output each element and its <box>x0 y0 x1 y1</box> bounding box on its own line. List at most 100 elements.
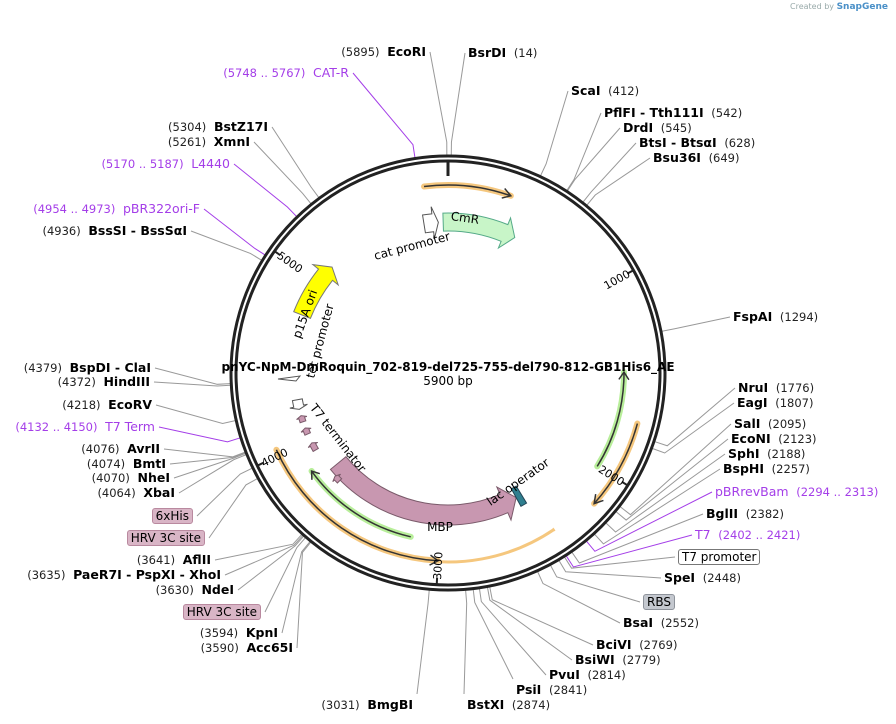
restriction-site-label[interactable]: ScaI (412) <box>571 84 639 99</box>
leader-line <box>564 556 676 569</box>
leader-line <box>154 367 231 385</box>
leader-line <box>489 586 594 646</box>
restriction-site-label[interactable]: (5895) EcoRI <box>341 44 426 60</box>
site-position: (3641) <box>136 553 176 567</box>
restriction-site-label[interactable]: (4218) EcoRV <box>62 398 152 413</box>
restriction-site-label[interactable]: SpeI (2448) <box>664 570 741 586</box>
gb1-arc-glow <box>594 369 627 470</box>
site-position: (3635) <box>27 568 66 582</box>
site-position: (2095) <box>768 417 807 431</box>
primer-label[interactable]: (5748 .. 5767) CAT-R <box>223 66 349 81</box>
site-position: (2769) <box>639 638 678 652</box>
site-name: BssSI - BssSαI <box>88 223 187 238</box>
site-position: (5261) <box>167 135 207 149</box>
restriction-site-label[interactable]: BsiWI (2779) <box>575 653 661 668</box>
restriction-site-label[interactable]: FspAI (1294) <box>733 310 818 325</box>
restriction-site-label[interactable]: BstXI (2874) <box>467 698 550 713</box>
site-name: BstZ17I <box>213 119 268 134</box>
site-name: BspHI <box>723 461 765 476</box>
restriction-site-label[interactable]: PvuI (2814) <box>549 667 626 683</box>
primer-label[interactable]: (5170 .. 5187) L4440 <box>101 156 230 172</box>
tet-promoter-marker <box>277 375 302 382</box>
restriction-site-label[interactable]: BspHI (2257) <box>723 461 810 477</box>
tick-mark <box>256 461 265 467</box>
site-name: PflFI - Tth111I <box>604 105 704 120</box>
site-position: (649) <box>708 151 740 165</box>
leader-line <box>550 565 641 603</box>
restriction-site-label[interactable]: (4379) BspDI - ClaI <box>24 361 151 376</box>
site-position: (2841) <box>548 683 588 697</box>
site-position: (628) <box>724 136 756 150</box>
site-name: NdeI <box>201 582 234 597</box>
restriction-site-label[interactable]: BtsI - BtsαI (628) <box>639 135 756 151</box>
restriction-site-label[interactable]: BciVI (2769) <box>596 638 678 653</box>
site-name: SpeI <box>664 570 696 585</box>
primer-label[interactable]: (4954 .. 4973) pBR322ori-F <box>33 202 200 217</box>
restriction-site-label[interactable]: SphI (2188) <box>728 446 805 462</box>
cmr-orf-arc <box>423 184 512 197</box>
restriction-site-label[interactable]: (3630) NdeI <box>156 582 234 598</box>
restriction-site-label[interactable]: (5304) BstZ17I <box>168 119 268 135</box>
tick-label: 1000 <box>602 267 633 292</box>
restriction-site-label[interactable]: (5261) XmnI <box>167 134 250 150</box>
restriction-site-label[interactable]: (4076) AvrII <box>81 442 160 457</box>
restriction-site-label[interactable]: (4070) NheI <box>92 471 170 486</box>
leader-line <box>586 491 713 552</box>
restriction-site-label[interactable]: (3635) PaeR7I - PspXI - XhoI <box>27 567 221 583</box>
restriction-site-label[interactable]: BglII (2382) <box>706 506 784 522</box>
site-name: XmnI <box>213 134 250 149</box>
leader-line <box>582 142 637 203</box>
leader-line <box>416 590 430 695</box>
restriction-site-label[interactable]: NruI (1776) <box>738 381 814 396</box>
restriction-site-label[interactable]: PsiI (2841) <box>516 683 588 698</box>
restriction-site-label[interactable]: (4074) BmtI <box>87 457 166 472</box>
restriction-site-label[interactable]: Bsu36I (649) <box>653 151 740 166</box>
restriction-site-label[interactable]: SalI (2095) <box>734 417 807 432</box>
restriction-site-label[interactable]: DrdI (545) <box>623 121 692 136</box>
small-feature-marker <box>296 415 308 424</box>
site-name: EagI <box>737 395 768 410</box>
restriction-site-label[interactable]: (3031) BmgBI <box>321 698 413 713</box>
feature-box-label[interactable]: T7 promoter <box>678 549 761 565</box>
plasmid-length: 5900 bp <box>423 374 473 388</box>
leader-line <box>571 513 704 564</box>
site-position: (1807) <box>775 396 814 410</box>
restriction-site-label[interactable]: PflFI - Tth111I (542) <box>604 105 742 121</box>
primer-label[interactable]: T7 (2402 .. 2421) <box>695 528 800 543</box>
feature-box-label[interactable]: 6xHis <box>151 508 193 524</box>
site-name: PvuI <box>549 667 580 682</box>
site-name: SphI <box>728 446 760 461</box>
site-name: BtsI - BtsαI <box>639 135 717 150</box>
leader-line <box>190 230 262 261</box>
site-position: (4218) <box>62 398 101 412</box>
credit: Created by SnapGene <box>790 2 888 12</box>
restriction-site-label[interactable]: (4372) HindIII <box>58 375 150 390</box>
feature-box-label[interactable]: RBS <box>643 594 675 610</box>
tick-mark <box>626 269 634 275</box>
site-name: PaeR7I - PspXI - XhoI <box>73 567 221 582</box>
restriction-site-label[interactable]: EagI (1807) <box>737 395 814 411</box>
site-name: BglII <box>706 506 739 521</box>
site-position: (2123) <box>778 432 817 446</box>
orf-arc-right <box>593 423 639 505</box>
feature-box-label[interactable]: HRV 3C site <box>126 530 205 546</box>
restriction-site-label[interactable]: (3594) KpnI <box>200 626 278 641</box>
primer-label[interactable]: (4132 .. 4150) T7 Term <box>15 419 155 435</box>
restriction-site-label[interactable]: (4936) BssSI - BssSαI <box>43 223 188 239</box>
site-name: T7 Term <box>105 419 155 434</box>
site-name: L4440 <box>191 156 230 171</box>
feature-box-label[interactable]: HRV 3C site <box>182 604 261 620</box>
feature-arrows <box>273 182 641 566</box>
restriction-site-label[interactable]: BsaI (2552) <box>623 616 699 631</box>
restriction-site-label[interactable]: EcoNI (2123) <box>731 432 817 447</box>
restriction-site-label[interactable]: (4064) XbaI <box>97 486 175 501</box>
orf-arc-bottom-line-arrowhead-icon <box>429 554 440 566</box>
site-name: AflII <box>182 552 211 567</box>
primer-label[interactable]: pBRrevBam (2294 .. 2313) <box>715 485 878 500</box>
leader-line <box>224 535 304 576</box>
restriction-site-label[interactable]: BsrDI (14) <box>468 46 537 61</box>
restriction-site-label[interactable]: (3641) AflII <box>136 552 211 568</box>
restriction-site-label[interactable]: (3590) Acc65I <box>201 641 293 656</box>
site-name: EcoRI <box>387 44 426 59</box>
mbp-arrow <box>329 456 517 526</box>
